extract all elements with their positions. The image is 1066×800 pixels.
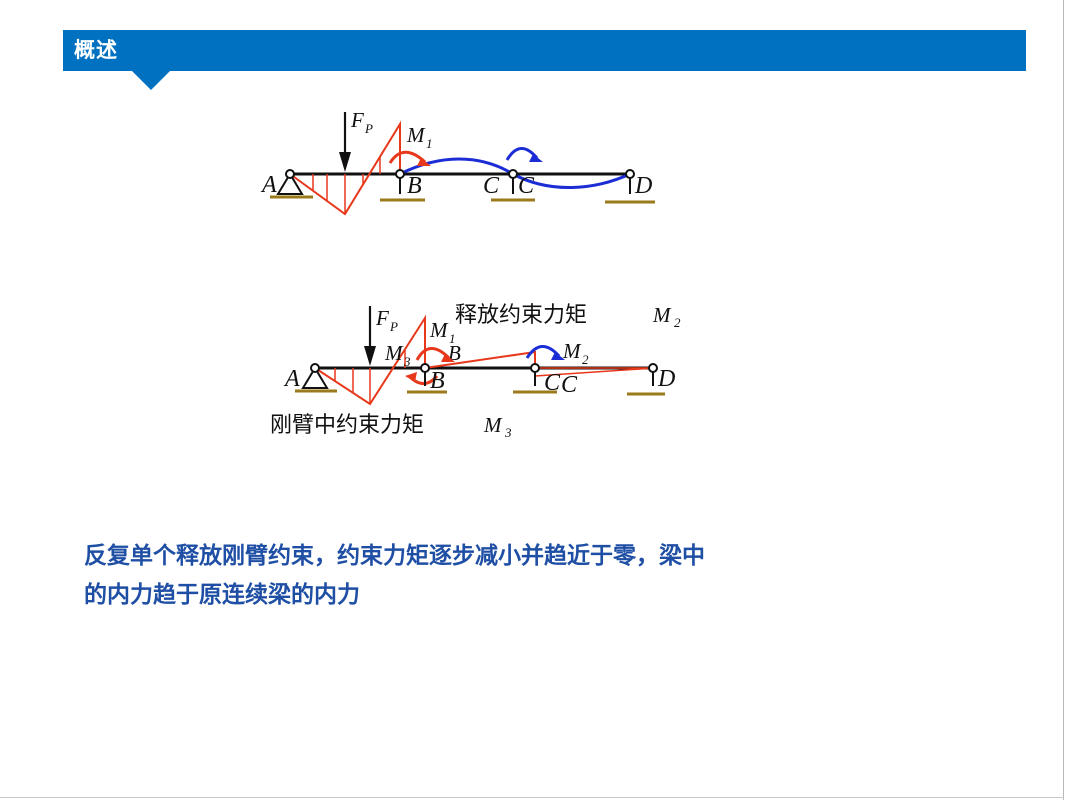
title-bar: 概述 (63, 30, 1026, 71)
moment-diagram-bc (424, 350, 536, 369)
node-label-a: A (260, 172, 277, 198)
support-a (270, 169, 313, 199)
m3-label: M (384, 341, 404, 365)
moment-sub-m1: 1 (426, 136, 433, 151)
summary-line-2: 的内力趋于原连续梁的内力 (84, 582, 360, 608)
support-a (295, 363, 337, 393)
load-label: F (350, 108, 364, 132)
node-label-c2: C (518, 173, 535, 199)
node-label-c1: C (544, 370, 561, 396)
load-label: F (375, 306, 389, 330)
node-label-b: B (407, 173, 422, 199)
support-b (380, 169, 425, 202)
node-label-d: D (634, 173, 652, 199)
rigid-moment-sub: 3 (504, 425, 512, 440)
page-title: 概述 (74, 38, 118, 62)
beam-diagram-1: F P M 1 (255, 90, 675, 220)
slide-edge-bottom (0, 797, 1064, 798)
node-label-c1: C (483, 173, 500, 199)
rigid-moment: M (483, 413, 503, 437)
summary-line-1: 反复单个释放刚臂约束，约束力矩逐步减小并趋近于零，梁中 (84, 543, 705, 569)
load-sub: P (389, 319, 398, 334)
support-d (605, 169, 655, 204)
node-label-a: A (283, 366, 300, 392)
support-c (491, 169, 535, 202)
m2-sub: 2 (582, 352, 589, 367)
release-moment: M (652, 303, 672, 327)
moment-label-m1: M (406, 123, 426, 147)
beam-diagram-2: 释放约束力矩 M 2 F P M 1 M 3 B (265, 292, 695, 447)
title-bar-pointer (132, 71, 170, 90)
m2-label: M (562, 339, 582, 363)
moment-diagram (314, 314, 426, 406)
node-label-b: B (430, 368, 445, 394)
release-label: 释放约束力矩 (455, 303, 587, 328)
support-d (627, 363, 665, 396)
moment-diagram (289, 120, 401, 216)
release-moment-sub: 2 (674, 315, 681, 330)
slide-edge-right (1063, 0, 1064, 800)
support-c (513, 363, 557, 394)
m1-label: M (429, 318, 449, 342)
node-label-c2: C (561, 372, 578, 398)
node-label-d: D (657, 366, 675, 392)
load-sub: P (364, 121, 373, 136)
m1-sub: 1 (449, 331, 456, 346)
summary-text: 反复单个释放刚臂约束，约束力矩逐步减小并趋近于零，梁中 的内力趋于原连续梁的内力 (84, 537, 906, 615)
rigid-label: 刚臂中约束力矩 (270, 413, 424, 438)
support-b (407, 363, 447, 394)
m3-sub: 3 (403, 354, 411, 369)
